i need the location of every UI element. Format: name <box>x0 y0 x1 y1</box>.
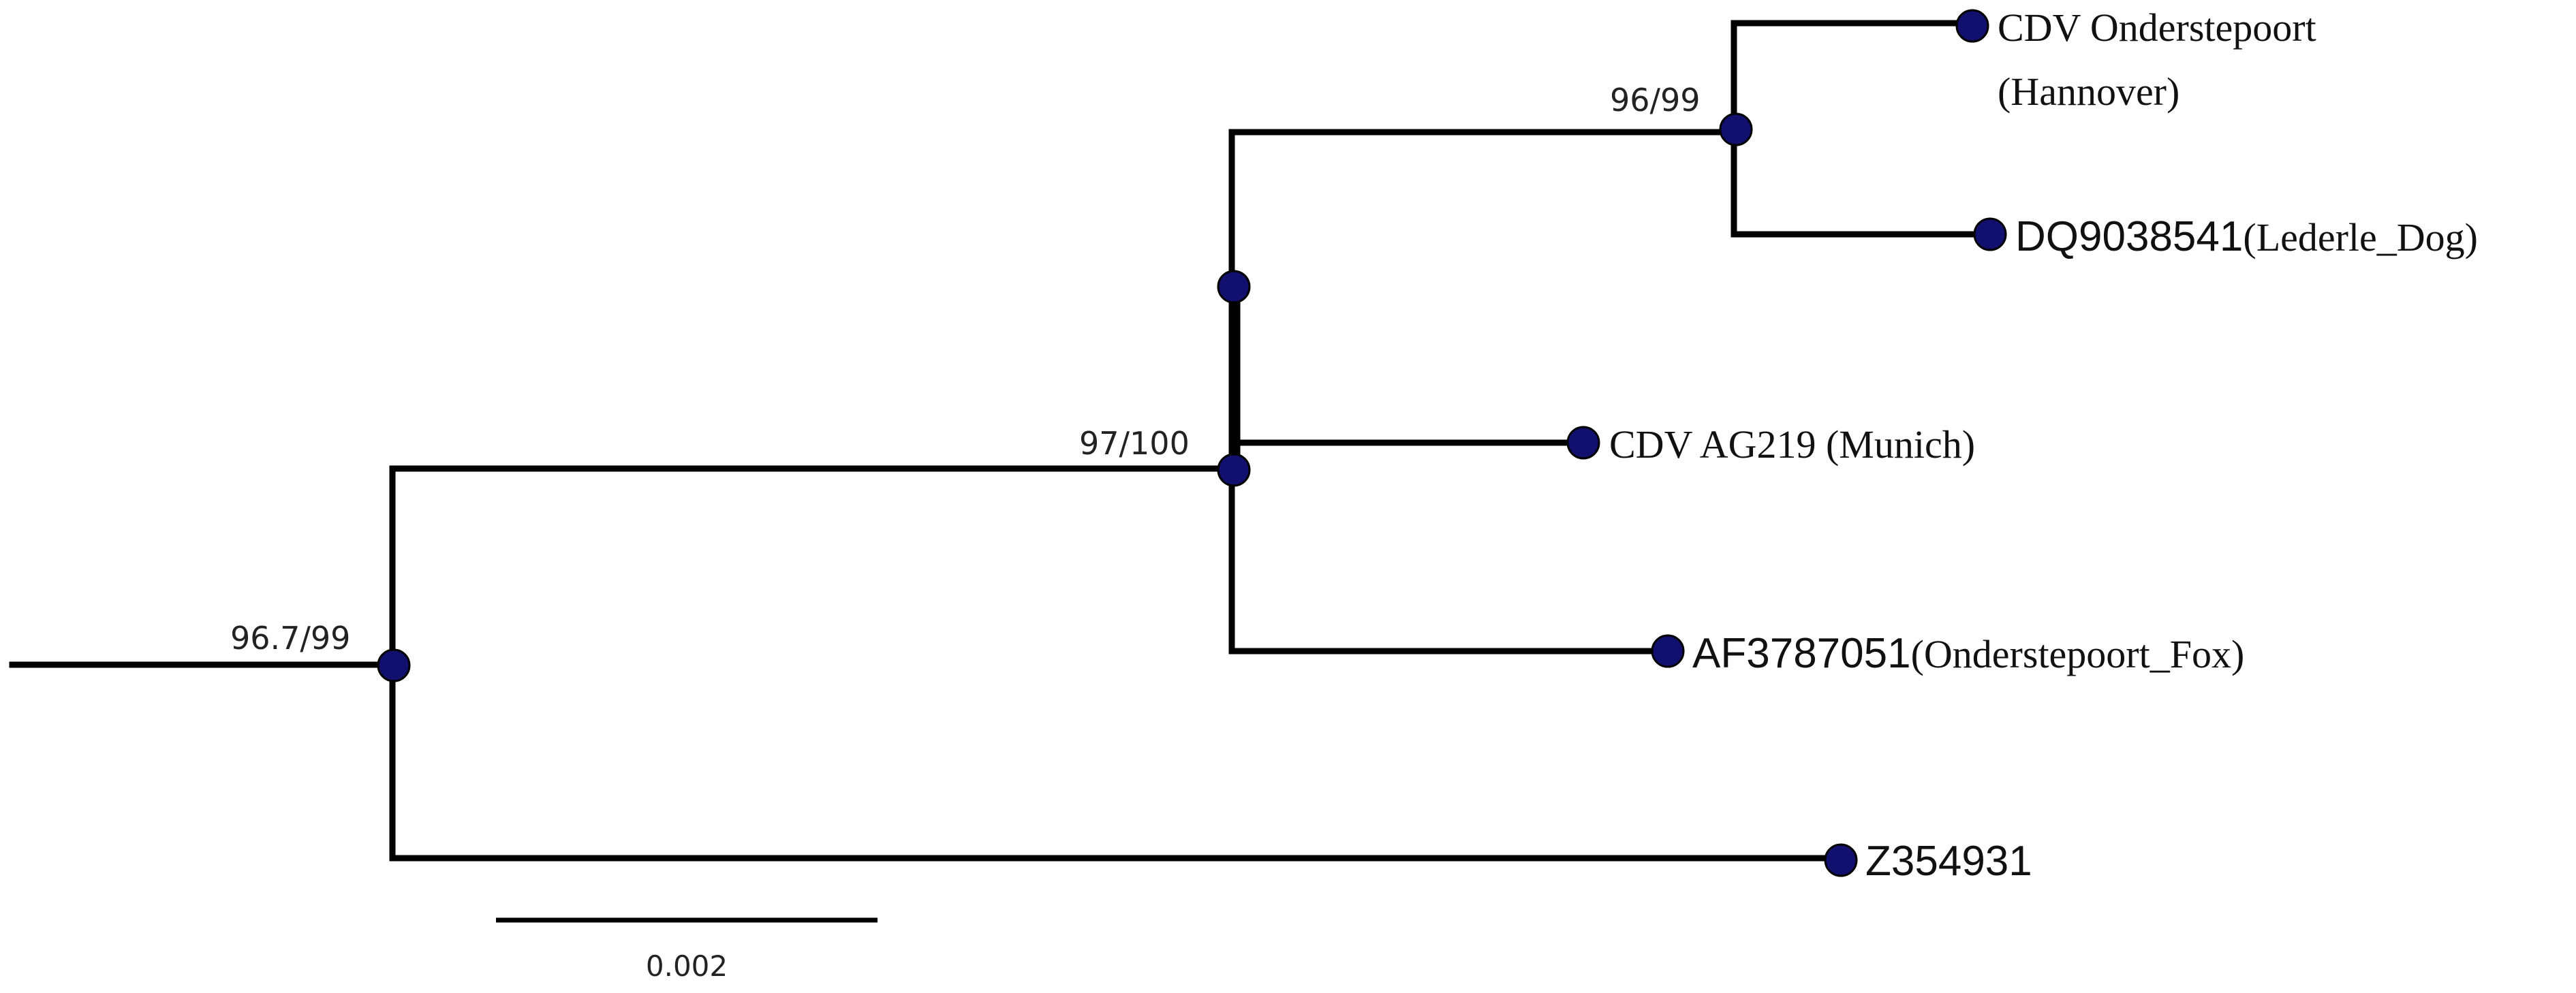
taxon-label-dq9038541: DQ9038541(Lederle_Dog) <box>2015 213 2478 260</box>
tree-nodes <box>377 9 2007 877</box>
root-node <box>377 648 411 682</box>
tip-node-z354931 <box>1824 843 1858 877</box>
taxon-accession-dq9038541: DQ9038541 <box>2015 213 2243 260</box>
tip-node-cdv-onderstepoort <box>1955 9 1989 43</box>
taxon-accession-af3787051: AF3787051 <box>1692 630 1911 677</box>
taxon-label-cdv-ag219: CDV AG219 (Munich) <box>1609 422 1975 467</box>
tip-node-cdv-ag219 <box>1566 426 1600 460</box>
inner-clade-node <box>1217 453 1251 487</box>
taxon-label-cdv-onderstepoort-line2: (Hannover) <box>1998 69 2179 114</box>
taxon-label-af3787051: AF3787051(Onderstepoort_Fox) <box>1692 630 2244 677</box>
taxon-label-cdv-onderstepoort-line1: CDV Onderstepoort <box>1998 5 2316 50</box>
unlabelled-internal-node <box>1217 270 1251 304</box>
support-value-root: 96.7/99 <box>230 620 350 657</box>
scale-bar-label: 0.002 <box>646 949 728 983</box>
taxon-strain-dq9038541: (Lederle_Dog) <box>2243 215 2478 259</box>
support-value-inner-clade: 97/100 <box>1079 425 1190 462</box>
top-clade-node <box>1719 112 1753 146</box>
taxon-strain-af3787051: (Onderstepoort_Fox) <box>1911 632 2245 676</box>
taxon-label-z354931: Z354931 <box>1865 838 2032 885</box>
tree-branches <box>9 20 1993 862</box>
support-value-top-clade: 96/99 <box>1610 82 1701 119</box>
tip-node-af3787051 <box>1651 634 1685 668</box>
tip-node-dq9038541 <box>1973 217 2007 251</box>
